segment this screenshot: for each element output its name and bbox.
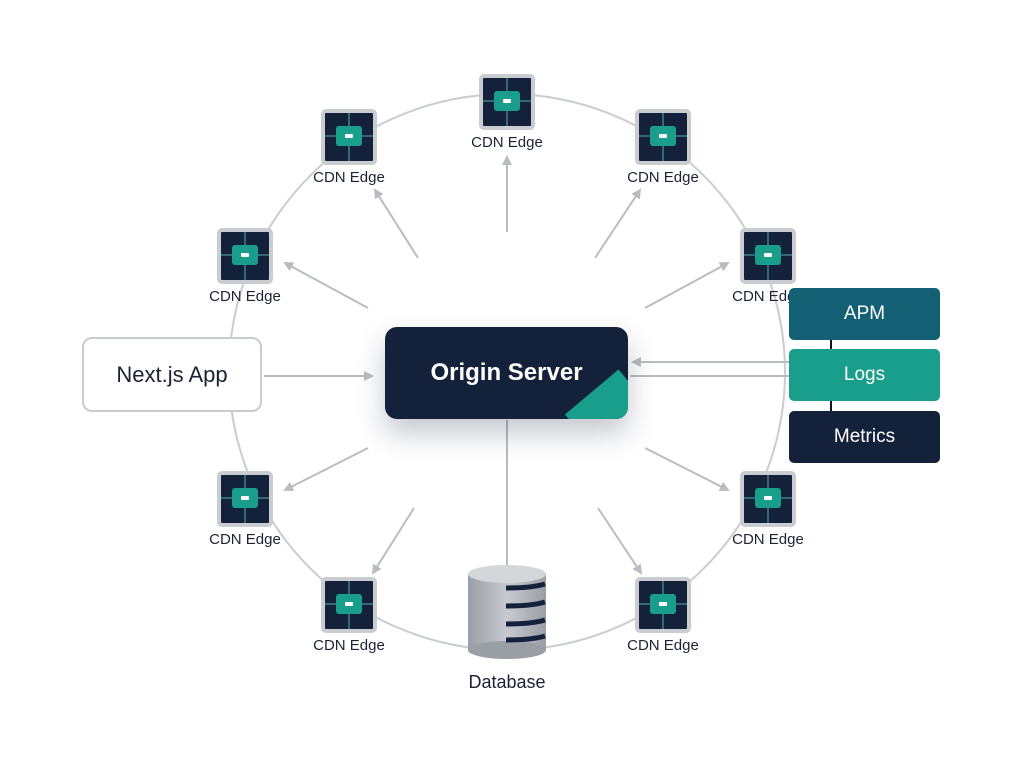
cdn-edge-top-right: CDN Edge <box>608 109 718 199</box>
cdn-edge-label: CDN Edge <box>313 169 385 186</box>
arrow-to-edge-left-lower <box>283 447 369 491</box>
server-icon <box>740 471 796 527</box>
cdn-edge-top-left: CDN Edge <box>294 109 404 199</box>
origin-server-label: Origin Server <box>430 359 583 386</box>
cdn-edge-bottom-left: CDN Edge <box>294 577 404 667</box>
metrics-node: Metrics <box>789 411 940 463</box>
server-icon <box>321 577 377 633</box>
arrow-to-edge-bottom-left <box>371 507 415 575</box>
database-node: Database <box>452 560 562 700</box>
server-icon <box>479 74 535 130</box>
arrow-to-edge-right-upper <box>644 262 730 309</box>
cdn-edge-right-upper: CDN Edge <box>713 228 823 318</box>
origin-server-node: Origin Server <box>385 327 628 419</box>
logs-node: Logs <box>789 349 940 401</box>
cdn-edge-label: CDN Edge <box>732 531 804 548</box>
apm-node: APM <box>789 288 940 340</box>
cdn-edge-bottom-right: CDN Edge <box>608 577 718 667</box>
cdn-edge-left-lower: CDN Edge <box>190 471 300 561</box>
arrow-to-edge-bottom-right <box>597 507 643 575</box>
database-label: Database <box>468 672 546 692</box>
nextjs-app-node: Next.js App <box>82 337 262 412</box>
cdn-edge-left-upper: CDN Edge <box>190 228 300 318</box>
cdn-edge-top: CDN Edge <box>452 74 562 164</box>
database-icon <box>468 565 546 659</box>
arrow-to-edge-top-left <box>373 188 419 259</box>
cdn-edge-label: CDN Edge <box>732 288 804 305</box>
arrow-to-edge-right-lower <box>644 447 730 491</box>
server-icon <box>217 228 273 284</box>
server-icon <box>217 471 273 527</box>
arrow-to-edge-top-right <box>594 188 642 259</box>
server-icon <box>635 577 691 633</box>
cdn-edge-label: CDN Edge <box>627 637 699 654</box>
arrow-to-edge-left-upper <box>283 262 369 309</box>
server-icon <box>740 228 796 284</box>
cdn-edge-label: CDN Edge <box>209 288 281 305</box>
server-icon <box>321 109 377 165</box>
cdn-edge-right-lower: CDN Edge <box>713 471 823 561</box>
server-icon <box>635 109 691 165</box>
cdn-edge-label: CDN Edge <box>209 531 281 548</box>
cdn-edge-label: CDN Edge <box>627 169 699 186</box>
cdn-edge-label: CDN Edge <box>471 134 543 151</box>
cdn-edge-label: CDN Edge <box>313 637 385 654</box>
